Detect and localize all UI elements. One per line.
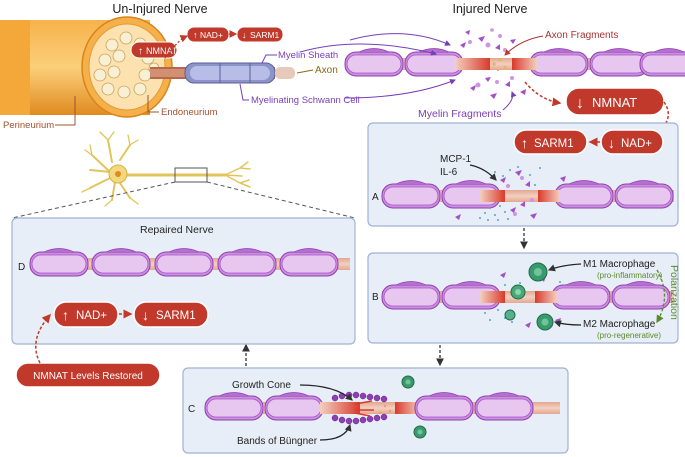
macrophage-m2-icon: [504, 309, 516, 321]
panel-letter-d: D: [18, 262, 25, 273]
pill-nmnat-restored: NMNAT Levels Restored: [15, 362, 161, 388]
pill-nad-down: ↓ NAD+: [600, 129, 664, 155]
injured-nerve-illustration: [344, 28, 685, 99]
macrophage-m2-icon: [536, 313, 554, 331]
pill-sarm1-down-small: ↓ SARM1: [236, 26, 284, 43]
arrow-up-icon: ↑: [138, 46, 143, 57]
label-perineurium: Perineurium: [3, 120, 54, 131]
pill-nad-up-small: ↑ NAD+: [186, 26, 230, 43]
svg-text:NAD+: NAD+: [76, 310, 107, 322]
arrow-down-icon: ↓: [142, 307, 149, 323]
label-mcp1: MCP-1: [440, 154, 472, 165]
neuron-nucleus: [115, 171, 121, 177]
label-myelinating-schwann-cell: Myelinating Schwann Cell: [251, 95, 360, 106]
label-m1-sub: (pro-inflammatory): [597, 271, 663, 280]
label-endoneurium: Endoneurium: [161, 107, 218, 118]
arrow-down-icon: ↓: [576, 95, 584, 112]
title-injured: Injured Nerve: [452, 2, 527, 16]
panel-letter-a: A: [372, 192, 379, 203]
panel-d-nerve: [29, 248, 350, 277]
pill-nmnat-up-small: ↑ NMNAT: [130, 41, 178, 59]
neuron-zoom-box: [174, 167, 208, 183]
svg-text:SARM1: SARM1: [250, 30, 280, 40]
macrophage-m1-icon: [510, 284, 526, 300]
svg-text:SARM1: SARM1: [534, 138, 574, 150]
pill-nmnat-down: ↓ NMNAT: [565, 87, 665, 116]
label-polarization: Polarization: [668, 265, 680, 320]
label-m1-macrophage: M1 Macrophage: [583, 259, 656, 270]
pill-nad-up-repaired: ↑ NAD+: [53, 301, 119, 328]
label-m2-macrophage: M2 Macrophage: [583, 319, 656, 330]
panel-letter-c: C: [188, 404, 195, 415]
macrophage-m2-icon: [413, 425, 427, 439]
panel-a-nerve: [381, 166, 674, 221]
label-il6: IL-6: [440, 167, 458, 178]
label-myelin-fragments: Myelin Fragments: [418, 108, 501, 120]
macrophage-m1-icon: [528, 262, 548, 282]
title-uninjured: Un-Injured Nerve: [112, 2, 207, 16]
arrow-up-icon: ↑: [62, 307, 69, 323]
macrophage-m2-icon: [401, 375, 415, 389]
neuron-illustration: [81, 131, 251, 207]
arrow-up-icon: ↑: [521, 135, 528, 151]
svg-text:NMNAT: NMNAT: [592, 95, 637, 110]
svg-text:SARM1: SARM1: [156, 310, 196, 322]
arrow-down-icon: ↓: [242, 30, 247, 40]
label-m2-sub: (pro-regenerative): [597, 331, 661, 340]
pill-sarm1-down-repaired: ↓ SARM1: [133, 301, 209, 328]
svg-text:NMNAT Levels Restored: NMNAT Levels Restored: [33, 371, 143, 382]
svg-text:NAD+: NAD+: [200, 30, 223, 40]
panel-c-nerve: [204, 391, 560, 425]
svg-text:NMNAT: NMNAT: [146, 46, 178, 56]
panel-letter-b: B: [372, 292, 379, 303]
svg-text:NAD+: NAD+: [621, 138, 652, 150]
label-axon-fragments: Axon Fragments: [545, 30, 618, 41]
panel-d-title: Repaired Nerve: [140, 224, 214, 236]
label-axon: Axon: [315, 65, 338, 76]
label-growth-cone: Growth Cone: [232, 380, 291, 391]
label-myelin-sheath: Myelin Sheath: [278, 50, 338, 61]
arrow-down-icon: ↓: [608, 135, 615, 151]
pill-sarm1-up: ↑ SARM1: [513, 129, 588, 155]
label-bands-of-bungner: Bands of Büngner: [237, 436, 318, 447]
arrow-up-icon: ↑: [193, 30, 198, 40]
